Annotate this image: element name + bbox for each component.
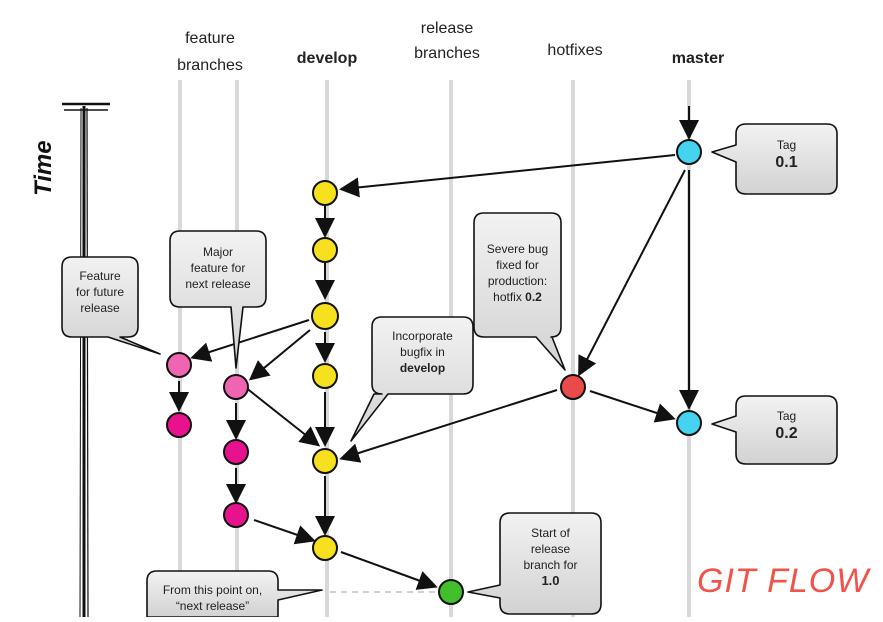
incorporate-line: bugfix in	[400, 345, 445, 359]
time-axis-label: Time	[30, 140, 57, 196]
arrow-hotfix-to-develop	[339, 389, 558, 463]
header-master: master	[671, 50, 725, 67]
git-flow-title: GIT FLOW	[697, 562, 870, 600]
commit-feature-a-2[interactable]	[166, 412, 192, 438]
arrows	[169, 106, 699, 590]
arrow-feature-to-develop-merge	[253, 519, 316, 545]
tag-0-2-label: Tag	[776, 409, 797, 423]
callout-major-feature	[169, 230, 267, 369]
incorporate-emphasis: develop	[399, 361, 446, 375]
major-feature-line: feature for	[190, 261, 246, 275]
from-point-line: “next release”	[175, 599, 250, 613]
severe-bug-line: Severe bug	[486, 242, 549, 256]
callout-from-point	[146, 570, 323, 618]
future-feature-line: Feature	[79, 269, 121, 283]
time-axis	[62, 102, 110, 618]
header-feature-branches: feature branches	[160, 28, 260, 77]
tag-0-1-version: 0.1	[775, 154, 798, 171]
commit-master-0-2[interactable]	[676, 410, 702, 436]
arrow-develop-to-feature-b	[248, 329, 311, 381]
header-feature-line1: feature	[185, 30, 235, 47]
commit-feature-b-2[interactable]	[223, 439, 249, 465]
severe-bug-prefix: hotfix	[493, 290, 522, 304]
commit-develop-1[interactable]	[312, 180, 338, 206]
callout-future-feature-text: Feature for future release	[62, 268, 138, 316]
callout-incorporate-text: Incorporate bugfix in develop	[372, 328, 473, 376]
commit-master-0-1[interactable]	[676, 139, 702, 165]
callout-tag-2	[711, 395, 838, 465]
future-feature-line: for future	[75, 285, 125, 299]
header-release-line1: release	[420, 20, 474, 37]
header-hotfixes: hotfixes	[547, 42, 603, 59]
commit-release-1-0[interactable]	[438, 579, 464, 605]
start-release-line: release	[530, 542, 571, 556]
callout-start-release-text: Start of release branch for 1.0	[500, 525, 601, 589]
callout-future-feature	[61, 256, 161, 355]
header-develop: develop	[296, 50, 358, 67]
callout-tag-1	[711, 123, 838, 195]
header-release-line2: branches	[414, 45, 480, 62]
callout-major-feature-text: Major feature for next release	[170, 244, 266, 292]
tag-0-1-label: Tag	[776, 138, 797, 152]
commits	[166, 139, 702, 605]
header-feature-line2: branches	[177, 57, 243, 74]
incorporate-line: Incorporate	[392, 329, 453, 343]
tag-0-2-version: 0.2	[775, 425, 798, 442]
tag-0-2-text: Tag 0.2	[736, 408, 837, 444]
callout-incorporate	[350, 316, 474, 442]
header-release-branches: release branches	[397, 18, 497, 65]
severe-bug-version: 0.2	[525, 290, 542, 304]
commit-feature-a-1[interactable]	[166, 352, 192, 378]
start-release-line: Start of	[531, 526, 570, 540]
callout-from-point-text: From this point on, “next release”	[147, 582, 278, 614]
tag-0-1-text: Tag 0.1	[736, 137, 837, 173]
arrow-develop-to-release	[340, 551, 438, 590]
severe-bug-line: production:	[487, 274, 548, 288]
major-feature-line: next release	[185, 277, 251, 291]
commit-develop-4[interactable]	[312, 363, 338, 389]
commit-develop-5[interactable]	[312, 448, 338, 474]
future-feature-line: release	[80, 301, 120, 315]
commit-develop-6[interactable]	[312, 535, 338, 561]
start-release-line: branch for	[523, 558, 578, 572]
commit-hotfix-0-2[interactable]	[560, 374, 586, 400]
commit-develop-3[interactable]	[311, 302, 339, 330]
commit-develop-2[interactable]	[312, 237, 338, 263]
callout-severe-bug-text: Severe bug fixed for production: hotfix …	[474, 241, 561, 305]
callout-severe-bug	[473, 212, 566, 371]
arrow-feature-b-to-develop	[239, 382, 321, 447]
callout-start-release	[467, 512, 602, 615]
arrow-master-to-hotfix	[578, 169, 686, 377]
commit-feature-b-1[interactable]	[223, 374, 249, 400]
severe-bug-hotfix-line: hotfix 0.2	[474, 289, 561, 305]
start-release-version: 1.0	[541, 573, 560, 588]
arrow-hotfix-to-master	[589, 390, 676, 423]
commit-feature-b-3[interactable]	[223, 502, 249, 528]
severe-bug-line: fixed for	[496, 258, 539, 272]
from-point-line: From this point on,	[162, 583, 263, 597]
arrow-develop-to-feature-a	[190, 319, 310, 362]
callouts	[61, 123, 838, 618]
major-feature-line: Major	[202, 245, 233, 259]
arrow-master-to-develop	[339, 154, 676, 198]
